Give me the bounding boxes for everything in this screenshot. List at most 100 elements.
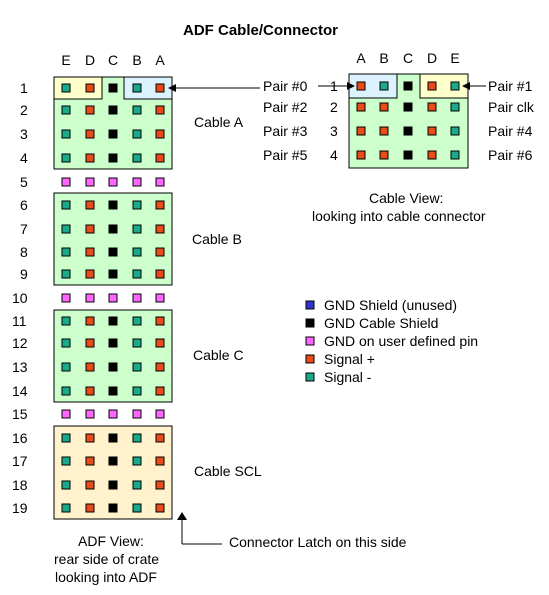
adf-row-label-4: 4 [20,150,28,166]
legend-label-minus: Signal - [324,369,372,385]
cable-row-number-2: 2 [330,99,338,115]
cable-pin-2-C [403,102,413,112]
adf-pin-11-B [132,316,142,326]
adf-pin-8-C [108,247,118,257]
adf-pin-1-A [155,83,165,93]
adf-pin-14-C [108,386,118,396]
cable-row-number-1: 1 [330,78,338,94]
cable-col-label-D: D [426,50,438,66]
adf-pin-16-E [61,433,71,443]
adf-row-label-17: 17 [12,453,28,469]
adf-pin-15-B [132,409,142,419]
pair-0-adf-box-yellow [53,76,103,100]
adf-pin-17-E [61,456,71,466]
latch-arrowhead [177,512,187,520]
adf-pin-15-A [155,409,165,419]
cable-pin-3-E [450,126,460,136]
adf-pin-13-C [108,362,118,372]
adf-pin-11-D [85,316,95,326]
adf-pin-7-E [61,224,71,234]
adf-col-label-E: E [61,52,71,68]
adf-pin-3-B [132,129,142,139]
adf-row-label-2: 2 [20,102,28,118]
adf-pin-6-B [132,200,142,210]
adf-pin-7-C [108,224,118,234]
cable-pin-4-D [427,150,437,160]
adf-pin-6-A [155,200,165,210]
cable-caption-line-2: looking into cable connector [312,208,486,224]
adf-caption-line-2: rear side of crate [54,551,160,567]
cable-c-label: Cable C [193,347,244,363]
cable-left-pair-1: Pair #0 [263,78,308,94]
adf-pin-1-D [85,83,95,93]
adf-pin-16-C [108,433,118,443]
adf-pin-5-C [108,177,118,187]
pair-0-adf-box-blue [123,76,173,100]
adf-pin-12-C [108,338,118,348]
adf-row-label-8: 8 [20,244,28,260]
cable-col-label-B: B [379,50,389,66]
adf-pin-12-B [132,338,142,348]
cable-pin-3-A [356,126,366,136]
legend-label-gnd_shield: GND Shield (unused) [324,297,458,313]
adf-pin-6-C [108,200,118,210]
adf-pin-9-A [155,269,165,279]
adf-pin-19-A [155,503,165,513]
adf-pin-14-E [61,386,71,396]
adf-pin-11-A [155,316,165,326]
adf-pin-4-A [155,153,165,163]
adf-pin-3-D [85,129,95,139]
adf-pin-8-A [155,247,165,257]
cable-pin-4-B [379,150,389,160]
adf-pin-18-B [132,480,142,490]
adf-pin-10-A [155,293,165,303]
adf-row-label-13: 13 [12,359,28,375]
adf-pin-3-C [108,129,118,139]
adf-pin-1-B [132,83,142,93]
adf-row-label-16: 16 [12,430,28,446]
adf-pin-18-D [85,480,95,490]
adf-row-label-1: 1 [20,80,28,96]
adf-pin-10-B [132,293,142,303]
adf-pin-4-B [132,153,142,163]
adf-row-label-15: 15 [12,406,28,422]
adf-pin-17-A [155,456,165,466]
adf-pin-13-E [61,362,71,372]
adf-row-label-14: 14 [12,383,28,399]
legend-swatch-minus [305,372,315,382]
cable-b-label: Cable B [192,231,242,247]
cable-pin-1-A [356,81,366,91]
legend-swatch-user [305,336,315,346]
pair0-adf-arrowhead [168,84,176,92]
adf-pin-17-C [108,456,118,466]
adf-pin-19-C [108,503,118,513]
adf-pin-12-E [61,338,71,348]
adf-pin-3-E [61,129,71,139]
adf-row-label-3: 3 [20,126,28,142]
adf-pin-19-D [85,503,95,513]
legend-label-shield: GND Cable Shield [324,315,439,331]
cable-scl-label: Cable SCL [194,463,262,479]
cable-pin-1-C [403,81,413,91]
adf-pin-18-C [108,480,118,490]
cable-pin-4-A [356,150,366,160]
cable-pin-2-D [427,102,437,112]
adf-pin-6-D [85,200,95,210]
adf-pin-12-A [155,338,165,348]
adf-row-label-18: 18 [12,477,28,493]
adf-pin-16-A [155,433,165,443]
cable-pin-1-E [450,81,460,91]
cable-a-label: Cable A [194,114,244,130]
cable-pin-3-D [427,126,437,136]
adf-pin-19-B [132,503,142,513]
adf-pin-2-B [132,105,142,115]
adf-pin-8-D [85,247,95,257]
adf-pin-18-A [155,480,165,490]
adf-pin-10-E [61,293,71,303]
adf-pin-8-B [132,247,142,257]
adf-pin-5-A [155,177,165,187]
adf-pin-2-C [108,105,118,115]
cable-pin-4-E [450,150,460,160]
adf-row-label-10: 10 [12,290,28,306]
